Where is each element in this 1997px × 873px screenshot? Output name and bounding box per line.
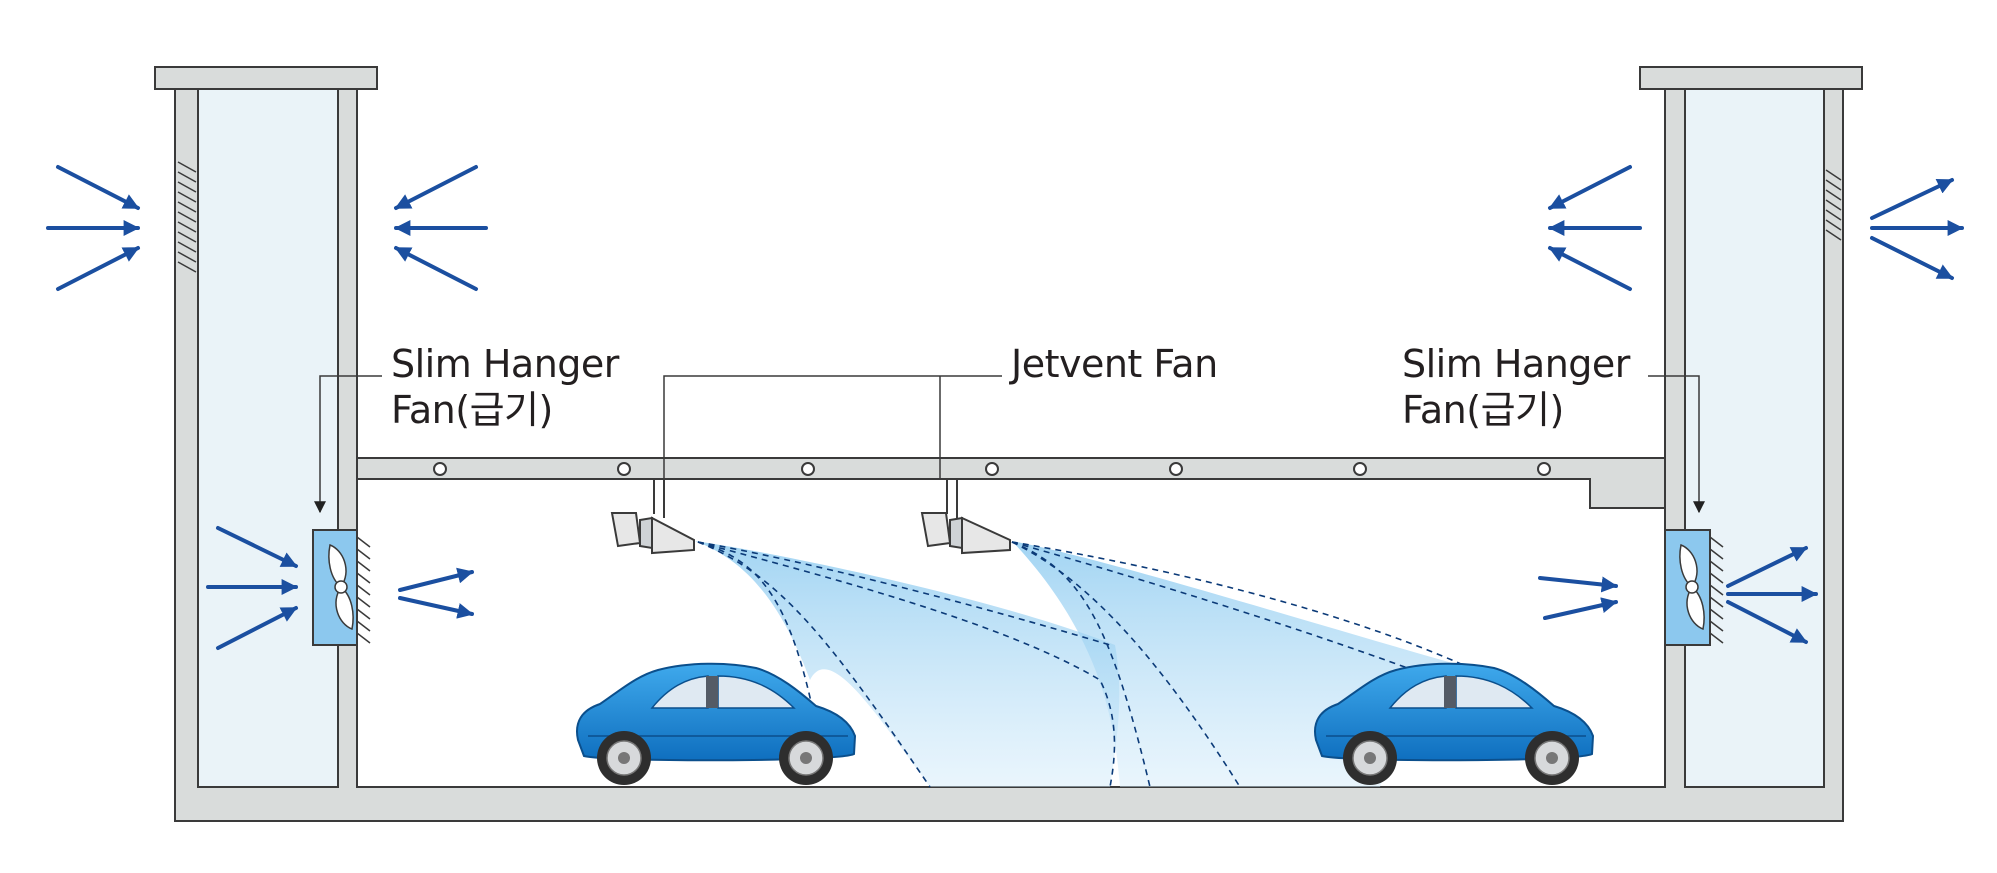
leader-right-fan	[1648, 375, 1705, 514]
label-left-line-2: Fan(급기)	[391, 388, 553, 432]
label-left-slim-hanger-fan: Slim Hanger Fan(급기)	[391, 341, 619, 433]
air-arrow-icon	[1538, 576, 1618, 620]
label-jetvent-fan: Jetvent Fan	[1011, 342, 1218, 386]
left-shaft-cap	[154, 66, 378, 90]
air-arrow-icon	[46, 165, 140, 291]
air-arrow-icon	[398, 567, 474, 619]
ceiling-fixtures	[433, 462, 1551, 476]
right-shaft-louver	[1825, 169, 1842, 241]
air-arrow-icon	[1726, 546, 1818, 644]
left-shaft-louver	[177, 161, 197, 273]
leader-jetvent	[663, 375, 1002, 479]
right-shaft-cap	[1639, 66, 1863, 90]
air-arrow-icon	[206, 526, 298, 650]
air-arrow-icon	[394, 165, 488, 291]
label-right-line-1: Slim Hanger	[1402, 342, 1630, 386]
right-shaft	[1684, 88, 1825, 788]
airflow-streamlines	[697, 541, 1471, 788]
slim-hanger-fan-left-icon	[312, 529, 358, 646]
car-right-icon	[1314, 662, 1595, 785]
leader-lines	[314, 375, 1705, 514]
car-left-icon	[576, 662, 857, 785]
air-arrow-icon	[1548, 165, 1642, 291]
jetvent-fan-right	[920, 479, 1011, 555]
air-arrows	[46, 165, 1964, 650]
left-fan-hatch	[356, 536, 371, 644]
airflow-plume-left	[695, 541, 1120, 787]
slim-hanger-fan-right-icon	[1664, 529, 1711, 646]
left-shaft	[197, 88, 339, 788]
label-right-line-2: Fan(급기)	[1402, 388, 1564, 432]
leader-left-fan	[314, 375, 382, 514]
label-left-line-1: Slim Hanger	[391, 342, 619, 386]
right-fan-hatch	[1709, 536, 1724, 644]
jetvent-fan-left	[610, 479, 695, 555]
label-right-slim-hanger-fan: Slim Hanger Fan(급기)	[1402, 341, 1630, 433]
air-arrow-icon	[1870, 178, 1964, 280]
